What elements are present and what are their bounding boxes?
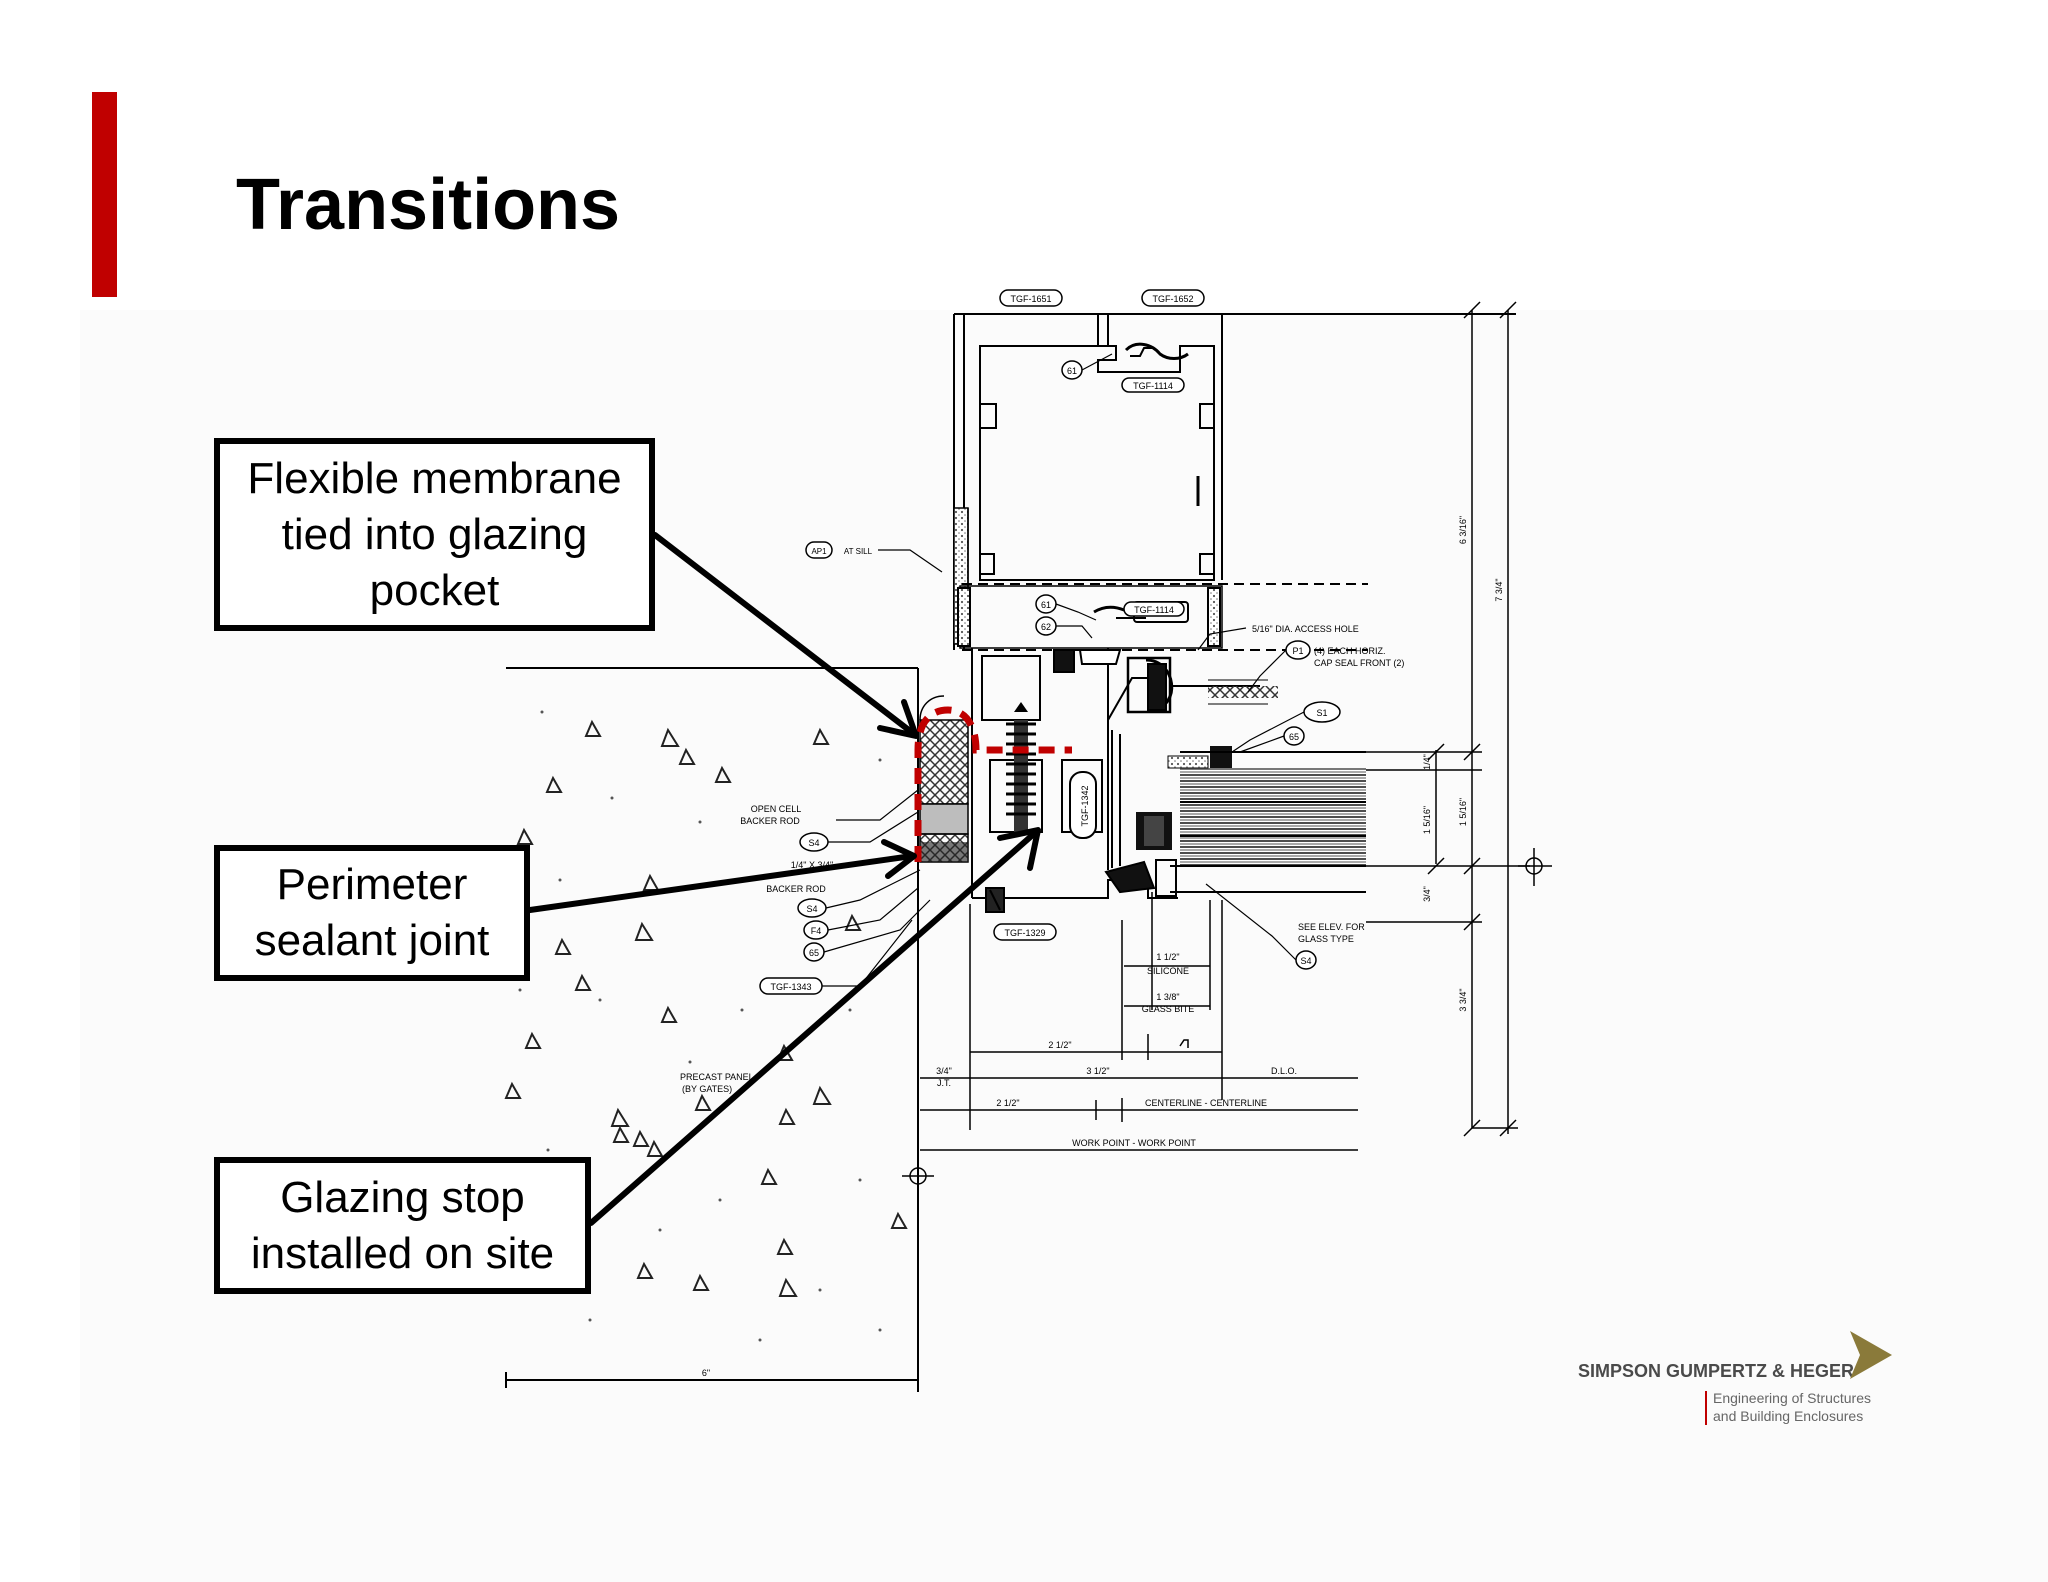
page-title: Transitions — [236, 165, 621, 245]
logo-name: SIMPSON GUMPERTZ & HEGER — [1578, 1361, 1855, 1381]
bubble-8: S4 — [806, 904, 817, 914]
note-open-cell-rod: BACKER ROD — [740, 816, 800, 826]
callout-glazing-stop: Glazing stop installed on site — [214, 1157, 591, 1294]
dim-six: 6" — [702, 1368, 710, 1378]
dim-work-point: WORK POINT - WORK POINT — [1072, 1138, 1196, 1148]
accent-bar — [92, 92, 117, 297]
bubble-3: 62 — [1041, 622, 1051, 632]
precast-panel — [504, 667, 919, 1392]
dim-silicone-value: 1 1/2" — [1156, 952, 1179, 962]
vertical-dimensions — [902, 301, 1552, 1194]
bubble-2: 61 — [1041, 600, 1051, 610]
tgf-vertical-tag: TGF-1342 — [1069, 771, 1097, 839]
note-backer-rod: BACKER ROD — [766, 884, 826, 894]
tag-tgf-5: TGF-1329 — [1004, 928, 1045, 938]
dim-three-quarter-label: J.T. — [937, 1078, 951, 1088]
dim-glass-bite-label: GLASS BITE — [1142, 1004, 1195, 1014]
callout-flexible-membrane: Flexible membrane tied into glazing pock… — [214, 438, 655, 631]
note-precast-by: (BY GATES) — [682, 1084, 732, 1094]
callout-flexible-line-3: pocket — [369, 565, 500, 615]
callout-arrows — [527, 532, 1041, 1226]
membrane-highlight — [914, 706, 1072, 862]
dim-1-4: 1/4" — [1422, 754, 1432, 770]
dim-two-half: 2 1/2" — [1048, 1040, 1071, 1050]
callout-glazing-line-2: installed on site — [250, 1228, 555, 1278]
note-access-hole: 5/16" DIA. ACCESS HOLE — [1252, 624, 1359, 634]
callout-glazing-line-1: Glazing stop — [280, 1172, 525, 1222]
sgh-logo: SIMPSON GUMPERTZ & HEGER Engineering of … — [1570, 1325, 2010, 1435]
dim-6-3-16: 6 3/16" — [1458, 516, 1468, 544]
note-quarter: 1/4" X 3/4" — [791, 860, 833, 870]
dim-1-5-16-b: 1 5/16" — [1458, 798, 1468, 826]
dim-1-5-16: 1 5/16" — [1422, 806, 1432, 834]
dim-two-half-b: 2 1/2" — [996, 1098, 1019, 1108]
note-open-cell: OPEN CELL — [751, 804, 802, 814]
drawing-notes: 5/16" DIA. ACCESS HOLE (4) EACH HORIZ. C… — [680, 624, 1404, 1094]
glass-unit — [1136, 746, 1366, 893]
tag-ap1: AP1 — [811, 547, 827, 556]
dim-7-3-4: 7 3/4" — [1494, 578, 1504, 601]
tag-at-sill: AT SILL — [844, 547, 873, 556]
note-glass-type: GLASS TYPE — [1298, 934, 1354, 944]
callout-perimeter-line-1: Perimeter — [276, 860, 468, 909]
dimension-labels: 1 1/2" SILICONE 1 3/8" GLASS BITE 2 1/2"… — [702, 952, 1297, 1378]
callout-flexible-line-1: Flexible membrane — [247, 453, 622, 503]
bubble-1: 61 — [1067, 366, 1077, 376]
note-each-horiz: (4) EACH HORIZ. — [1314, 646, 1386, 656]
bubble-10: 65 — [809, 948, 819, 958]
dim-3-4: 3/4" — [1422, 886, 1432, 902]
callout-perimeter-sealant: Perimeter sealant joint — [214, 845, 530, 981]
bubble-6: 65 — [1289, 732, 1299, 742]
frame-mullion-head — [953, 313, 1516, 650]
tag-tgf-6: TGF-1343 — [770, 982, 811, 992]
bubble-4: P1 — [1292, 646, 1303, 656]
tgf-vertical-label: TGF-1342 — [1080, 785, 1090, 826]
dim-centerline: CENTERLINE - CENTERLINE — [1145, 1098, 1267, 1108]
logo-tagline: Engineering of Structures and Building E… — [1713, 1389, 1871, 1425]
dim-silicone-label: SILICONE — [1147, 966, 1189, 976]
bubble-11: S4 — [1300, 956, 1311, 966]
horizontal-dimensions — [920, 892, 1358, 1151]
note-precast-panel: PRECAST PANEL — [680, 1072, 754, 1082]
reference-bubbles: 61 61 62 P1 S1 65 S4 S4 F4 65 S4 — [797, 360, 1341, 970]
dim-dlo: D.L.O. — [1271, 1066, 1297, 1076]
tag-tgf-3: TGF-1114 — [1133, 381, 1173, 391]
callout-perimeter-line-2: sealant joint — [254, 916, 490, 965]
note-cap-seal: CAP SEAL FRONT (2) — [1314, 658, 1404, 668]
callout-flexible-line-2: tied into glazing — [281, 509, 588, 559]
dim-three-half: 3 1/2" — [1086, 1066, 1109, 1076]
tag-tgf-4: TGF-1114 — [1134, 605, 1174, 615]
logo-triangle-icon — [1850, 1331, 1892, 1379]
note-see-elev: SEE ELEV. FOR — [1298, 922, 1365, 932]
perimeter-joint — [919, 695, 969, 863]
dim-3-3-4: 3 3/4" — [1458, 988, 1468, 1011]
tag-tgf-1: TGF-1651 — [1010, 294, 1051, 304]
note-leaders — [822, 353, 1305, 987]
bubble-7: S4 — [808, 838, 819, 848]
ap-leader — [878, 549, 943, 573]
section-break — [962, 583, 1368, 651]
dim-three-quarter-value: 3/4" — [936, 1066, 952, 1076]
vertical-dimension-labels: 6 3/16" 7 3/4" 1/4" 1 5/16" 1 5/16" 3/4"… — [1422, 516, 1504, 1012]
bubble-5: S1 — [1316, 708, 1327, 718]
logo-rule — [1705, 1391, 1707, 1425]
bubble-9: F4 — [811, 926, 822, 936]
logo-tagline-line-2: and Building Enclosures — [1713, 1408, 1864, 1424]
dim-glass-bite-value: 1 3/8" — [1156, 992, 1179, 1002]
screw-anchor — [1006, 679, 1278, 832]
logo-tagline-line-1: Engineering of Structures — [1713, 1390, 1871, 1406]
tag-tgf-2: TGF-1652 — [1152, 294, 1193, 304]
frame-tags: TGF-1651 TGF-1652 TGF-1114 TGF-1114 TGF-… — [759, 289, 1205, 995]
